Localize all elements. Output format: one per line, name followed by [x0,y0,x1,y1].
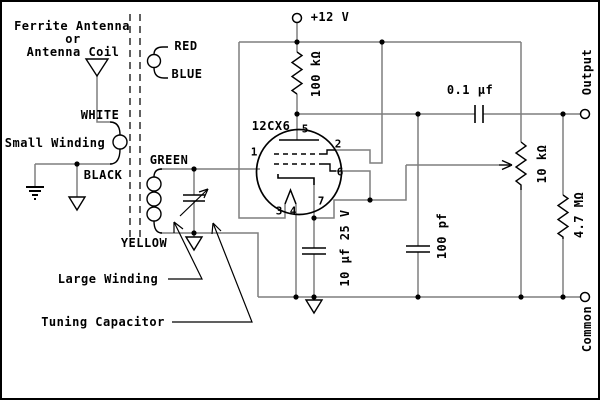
tube-pin-6: 6 [336,165,344,179]
terminal-circles [291,12,591,303]
chassis-ground-icons [67,196,324,315]
grid-leak-resistor-label: 4.7 MΩ [572,191,586,239]
tube-pin-1: 1 [250,145,258,159]
tube-pin-4: 4 [289,204,297,218]
plate-bypass-capacitor-symbol [406,245,430,253]
callout-arrows [168,221,253,323]
tuning-capacitor-symbol [179,188,209,217]
junction-dots [74,39,566,300]
plate-resistor-label: 100 kΩ [309,50,323,98]
supply-label: +12 V [310,10,350,24]
tube-pin-7: 7 [317,194,325,208]
tube-pin-2: 2 [334,137,342,151]
wire-label-blue: BLUE [171,67,203,81]
coupling-capacitor-symbol [474,105,484,123]
volume-pot-label: 10 kΩ [535,144,549,184]
tube-name-label: 12CX6 [251,119,291,133]
tube-pin-3: 3 [275,204,283,218]
title-line-1: Ferrite Antenna [14,19,130,33]
callout-large-winding: Large Winding [57,272,159,286]
small-winding-symbol [109,121,128,165]
ferrite-core-dashed-lines [129,14,141,240]
wire-label-white: WHITE [80,108,120,122]
title-line-2: or [65,32,81,46]
cathode-capacitor-label: 10 μf 25 V [338,209,352,287]
output-terminal [579,108,591,120]
output-terminal-label: Output [580,48,594,96]
wires [34,22,581,300]
coupling-capacitor-label: 0.1 μf [446,83,494,97]
wire-label-black: BLACK [83,168,123,182]
volume-pot-symbol [499,141,528,190]
plate-bypass-capacitor-label: 100 pf [435,212,449,260]
cathode-capacitor-symbol [302,247,326,255]
earth-ground-icon [26,186,44,200]
large-winding-symbol [146,168,163,234]
callout-tuning-capacitor: Tuning Capacitor [41,315,165,329]
wire-label-red: RED [174,39,198,53]
tube-symbol [255,128,343,216]
spare-winding-symbol [146,46,168,79]
wire-label-yellow: YELLOW [120,236,168,250]
antenna-symbol [84,58,110,78]
title-line-3: Antenna Coil [26,45,120,59]
wire-label-green: GREEN [149,153,189,167]
tube-pin-5: 5 [301,122,309,136]
common-terminal-label: Common [580,305,594,353]
grid-leak-resistor-symbol [556,194,570,239]
plate-resistor-symbol [290,51,304,95]
callout-small-winding: Small Winding [4,136,106,150]
common-terminal [579,291,591,303]
supply-terminal [291,12,303,24]
